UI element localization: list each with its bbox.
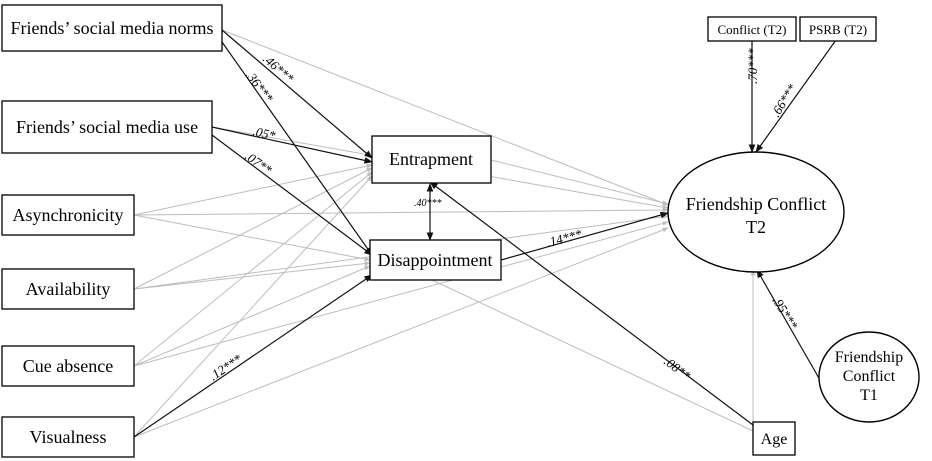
path-visualness-entrapment <box>133 175 373 438</box>
node-label-line-3: T1 <box>860 387 878 404</box>
node-disappointment: Disappointment <box>369 239 502 281</box>
path-cue-absence-disappointment <box>133 265 371 367</box>
path-disappointment-fc-t2 <box>500 211 669 261</box>
node-label-line-2: Conflict <box>843 368 896 385</box>
node-friendship-conflict-t1: Friendship Conflict T1 <box>818 331 920 423</box>
path-norms-entrapment <box>221 29 373 159</box>
node-label: Cue absence <box>23 356 113 376</box>
node-label: Disappointment <box>378 250 493 270</box>
path-disappointment-age <box>429 278 754 432</box>
path-norms-fc-t2 <box>221 29 669 206</box>
coef-norms-disappointment: .36*** <box>243 68 277 106</box>
path-asynchronicity-entrapment <box>133 163 373 216</box>
node-label: Visualness <box>30 427 107 447</box>
node-friendship-conflict-t2: Friendship Conflict T2 <box>667 151 845 273</box>
path-fc-t1-fc-t2 <box>756 269 821 381</box>
path-norms-disappointment <box>221 41 373 256</box>
node-label: Friends’ social media norms <box>10 18 213 38</box>
path-age-entrapment <box>429 181 754 426</box>
node-label: Age <box>761 431 788 448</box>
coef-age-entrapment: .08** <box>661 353 694 383</box>
coef-use-entrapment: .05* <box>251 123 277 143</box>
node-availability: Availability <box>1 268 135 310</box>
path-asynchronicity-fc-t2 <box>133 207 669 216</box>
path-visualness-fc-t2 <box>133 227 669 438</box>
path-visualness-disappointment <box>133 274 373 438</box>
path-cue-absence-fc-t2 <box>133 221 669 367</box>
node-label: Availability <box>26 279 111 299</box>
path-use-entrapment <box>211 126 373 164</box>
nonsignificant-paths <box>133 29 756 438</box>
coef-entrapment-disappointment: .40*** <box>414 198 442 209</box>
node-psrb-t2: PSRB (T2) <box>799 16 877 42</box>
node-label-line-1: Friendship Conflict <box>686 194 827 214</box>
node-label: Asynchronicity <box>13 205 124 225</box>
node-friends-norms: Friends’ social media norms <box>1 4 223 52</box>
node-friends-use: Friends’ social media use <box>1 100 213 154</box>
coef-visualness-disappointment: .12*** <box>206 351 244 384</box>
coef-use-disappointment: .07** <box>242 148 275 177</box>
node-entrapment: Entrapment <box>371 135 492 184</box>
node-label: PSRB (T2) <box>809 22 867 37</box>
node-label: Friends’ social media use <box>16 117 198 137</box>
node-label-line-2: T2 <box>746 217 766 237</box>
path-asynchronicity-disappointment <box>133 214 371 262</box>
node-label-line-1: Friendship <box>835 349 903 366</box>
path-psrb-t2-loading <box>755 39 837 153</box>
path-availability-disappointment <box>133 261 371 290</box>
coef-fc-t1-fc-t2: .95*** <box>769 294 801 333</box>
node-age: Age <box>752 421 796 456</box>
node-cue-absence: Cue absence <box>1 345 135 387</box>
node-asynchronicity: Asynchronicity <box>1 194 135 236</box>
node-conflict-t2: Conflict (T2) <box>707 16 797 42</box>
significant-paths <box>133 29 837 438</box>
coef-conflict-t2-loading: .70*** <box>745 48 760 84</box>
path-availability-entrapment <box>133 167 373 290</box>
path-entrapment-fc-t2 <box>490 159 669 206</box>
coef-psrb-t2-loading: .66*** <box>768 81 800 120</box>
node-label: Conflict (T2) <box>718 22 787 37</box>
path-cue-absence-entrapment <box>133 171 373 367</box>
node-label: Entrapment <box>389 149 473 169</box>
node-visualness: Visualness <box>1 416 135 458</box>
path-use-disappointment <box>211 134 373 256</box>
